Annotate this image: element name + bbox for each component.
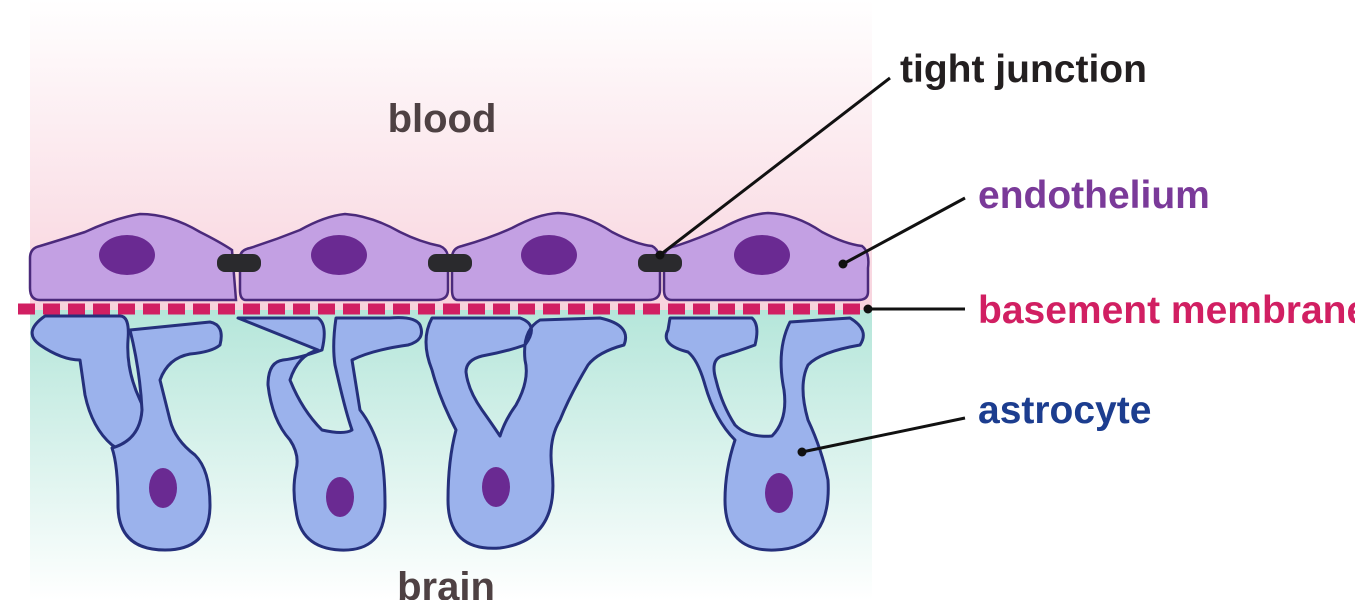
endothelial-nucleus [521, 235, 577, 275]
blood-label: blood [388, 97, 497, 141]
endothelium-label: endothelium [978, 174, 1210, 217]
astrocyte-nucleus [326, 477, 354, 517]
tight-junction [428, 254, 472, 272]
tight-junction-leader-dot [656, 251, 665, 260]
basement-membrane-label: basement membrane [978, 289, 1355, 332]
tight-junction-label: tight junction [900, 48, 1147, 91]
basement-membrane-leader-dot [864, 305, 873, 314]
astrocyte-nucleus [482, 467, 510, 507]
endothelial-nucleus [311, 235, 367, 275]
astrocyte-nucleus [149, 468, 177, 508]
endothelial-nucleus [99, 235, 155, 275]
endothelial-nucleus [734, 235, 790, 275]
tight-junction [217, 254, 261, 272]
brain-label: brain [397, 565, 495, 600]
astrocyte-nucleus [765, 473, 793, 513]
endothelium-leader-dot [839, 260, 848, 269]
astrocyte-leader-dot [798, 448, 807, 457]
astrocyte-label: astrocyte [978, 389, 1151, 432]
